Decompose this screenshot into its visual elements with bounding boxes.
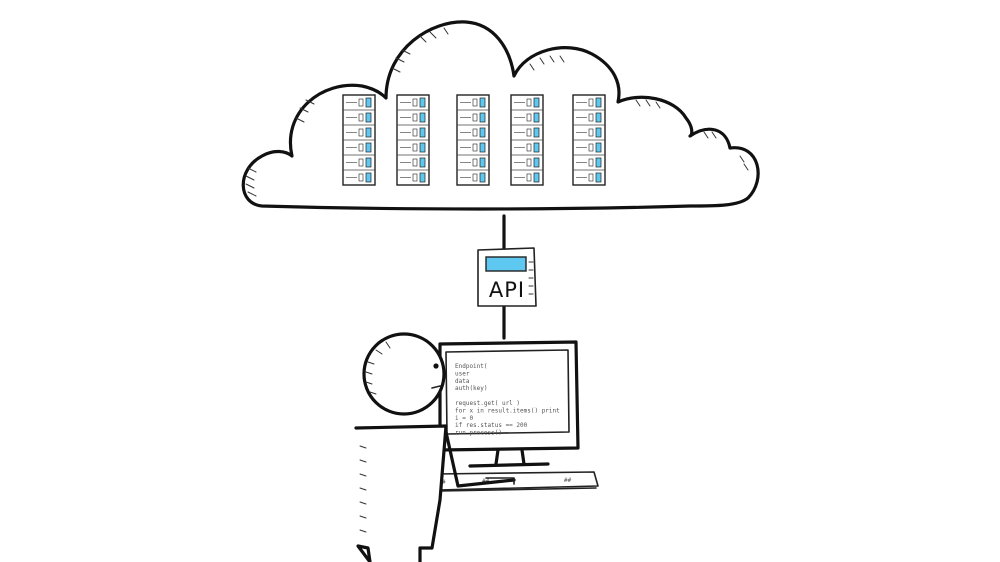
server-port: [527, 144, 531, 151]
server-led: [596, 128, 601, 137]
server-led: [534, 143, 539, 152]
server-rack: [343, 95, 375, 185]
api-box: API: [478, 248, 536, 306]
server-port: [589, 129, 593, 136]
server-led: [420, 158, 425, 167]
code-line: run process(): [455, 430, 502, 437]
server-port: [527, 129, 531, 136]
server-port: [359, 159, 363, 166]
code-line: Endpoint(: [455, 363, 488, 370]
server-led: [366, 128, 371, 137]
server-rack: [457, 95, 489, 185]
server-led: [480, 173, 485, 182]
person-head: [364, 334, 444, 414]
server-port: [359, 129, 363, 136]
server-port: [413, 129, 417, 136]
server-rack: [397, 95, 429, 185]
cloud-outline: [243, 22, 758, 209]
server-led: [596, 173, 601, 182]
server-led: [480, 128, 485, 137]
server-led: [534, 173, 539, 182]
server-port: [359, 144, 363, 151]
server-led: [420, 98, 425, 107]
server-led: [534, 128, 539, 137]
code-line: if res.status == 200: [455, 422, 528, 429]
person-eye: [433, 363, 438, 368]
server-port: [473, 99, 477, 106]
code-line: for x in result.items() print: [455, 407, 560, 414]
server-port: [589, 114, 593, 121]
server-port: [359, 174, 363, 181]
server-rack: [573, 95, 605, 185]
api-box-screen: [486, 257, 526, 271]
server-port: [589, 144, 593, 151]
server-port: [527, 114, 531, 121]
person-body: [356, 426, 446, 562]
server-port: [527, 174, 531, 181]
server-led: [420, 113, 425, 122]
server-port: [527, 159, 531, 166]
monitor-base: [470, 464, 548, 466]
code-line: i = 0: [455, 415, 473, 422]
server-led: [366, 158, 371, 167]
server-port: [589, 99, 593, 106]
body-hatching: [360, 446, 366, 532]
code-line: data: [455, 378, 470, 385]
server-led: [366, 143, 371, 152]
server-led: [596, 98, 601, 107]
server-port: [527, 99, 531, 106]
monitor: Endpoint( user data auth(key) request.ge…: [440, 342, 578, 466]
server-led: [420, 128, 425, 137]
server-led: [480, 98, 485, 107]
server-led: [534, 158, 539, 167]
server-port: [589, 174, 593, 181]
server-led: [480, 143, 485, 152]
api-label: API: [489, 278, 525, 302]
server-led: [366, 98, 371, 107]
server-led: [596, 113, 601, 122]
server-port: [473, 114, 477, 121]
server-led: [534, 113, 539, 122]
server-port: [473, 159, 477, 166]
code-line: request.get( url ): [455, 400, 520, 407]
server-port: [589, 159, 593, 166]
server-port: [359, 99, 363, 106]
server-port: [413, 174, 417, 181]
server-port: [473, 174, 477, 181]
server-port: [413, 99, 417, 106]
server-port: [413, 114, 417, 121]
server-port: [413, 159, 417, 166]
code-line: user: [455, 370, 470, 377]
server-led: [420, 143, 425, 152]
server-led: [366, 113, 371, 122]
server-led: [420, 173, 425, 182]
server-led: [596, 158, 601, 167]
server-rack: [511, 95, 543, 185]
server-port: [473, 144, 477, 151]
server-led: [534, 98, 539, 107]
monitor-stand: [496, 450, 524, 464]
cloud: [243, 22, 758, 209]
server-port: [473, 129, 477, 136]
server-port: [359, 114, 363, 121]
server-led: [366, 173, 371, 182]
server-led: [480, 113, 485, 122]
server-port: [413, 144, 417, 151]
keyboard-keys-right: ##: [564, 477, 572, 484]
server-led: [480, 158, 485, 167]
keyboard: # ## ##: [436, 472, 598, 491]
server-led: [596, 143, 601, 152]
code-line: auth(key): [455, 385, 488, 392]
